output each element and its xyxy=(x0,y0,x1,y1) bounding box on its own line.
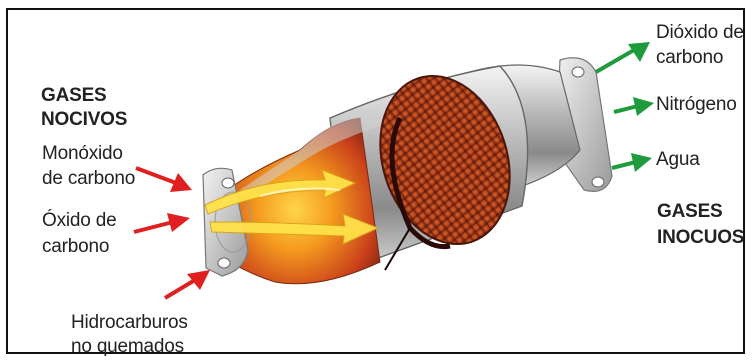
harmful-gas-label: de carbono xyxy=(42,167,135,191)
outlet-arrow-icon xyxy=(614,97,654,116)
harmless-gas-label: Dióxido de xyxy=(656,21,744,45)
outlet-arrow-icon xyxy=(612,153,652,172)
harmful-gases-heading-line2: NOCIVOS xyxy=(41,108,127,132)
harmful-gas-label: carbono xyxy=(42,235,109,259)
inlet-arrow-icon xyxy=(165,270,210,298)
inlet-arrow-icon xyxy=(134,213,190,232)
harmless-gases-heading-line2: INOCUOS xyxy=(657,226,744,250)
inlet-arrow-icon xyxy=(136,168,192,192)
harmful-gases-heading-line1: GASES xyxy=(41,84,107,108)
harmful-gas-label: no quemados xyxy=(71,335,184,359)
catalytic-converter-icon xyxy=(225,59,580,284)
harmless-gas-label: Agua xyxy=(656,148,700,172)
harmless-gas-label: Nitrógeno xyxy=(656,93,737,117)
harmless-gas-label: carbono xyxy=(656,46,723,70)
harmful-gas-label: Hidrocarburos xyxy=(71,311,188,335)
harmless-gases-heading-line1: GASES xyxy=(657,200,723,224)
outlet-arrow-icon xyxy=(596,42,650,72)
harmful-gas-label: Monóxido xyxy=(42,142,123,166)
harmful-gas-label: Óxido de xyxy=(42,209,116,233)
